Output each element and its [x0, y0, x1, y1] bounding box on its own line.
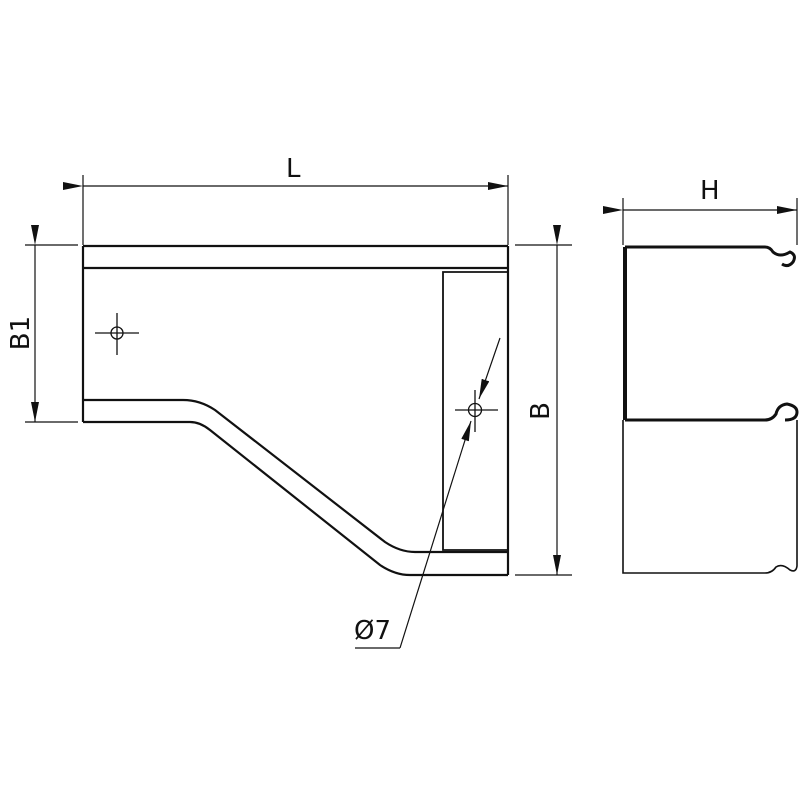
dimension-width-large [515, 225, 572, 576]
mounting-hole-left [95, 313, 139, 355]
dimension-length [63, 175, 509, 245]
dimension-height [603, 198, 798, 245]
dimension-width-small [25, 225, 78, 423]
side-view [622, 245, 799, 574]
label-width-large: B [525, 402, 556, 420]
label-width-small: B1 [6, 315, 37, 351]
hole-diameter-leader [355, 337, 501, 649]
front-view [81, 244, 510, 577]
label-hole-diameter: Ø7 [354, 616, 392, 646]
mounting-hole-right [455, 390, 498, 432]
label-height: H [700, 176, 720, 206]
label-length: L [286, 154, 301, 184]
